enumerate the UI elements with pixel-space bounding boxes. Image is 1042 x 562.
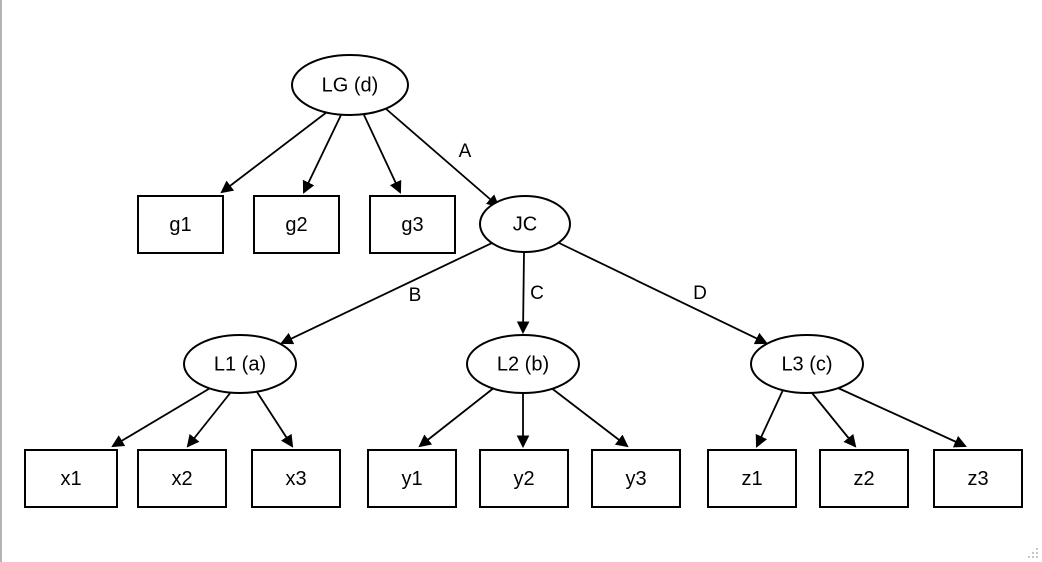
node-shape-ellipse-JC — [479, 195, 571, 253]
node-label-z3: z3 — [967, 468, 988, 490]
node-JC[interactable]: JC — [479, 195, 571, 253]
node-label-g1: g1 — [169, 214, 191, 236]
node-label-g3: g3 — [401, 214, 423, 236]
node-label-L1: L1 (a) — [214, 353, 266, 375]
edge-label-d: D — [693, 283, 707, 304]
edge-JC-to-L1 — [280, 241, 495, 345]
resize-grip-icon[interactable] — [1026, 546, 1040, 560]
edges-layer — [111, 107, 967, 449]
node-shape-rect-y2 — [479, 449, 569, 508]
edge-L2-to-y3 — [549, 386, 629, 448]
node-label-JC: JC — [513, 213, 537, 235]
node-label-y3: y3 — [625, 468, 646, 490]
edge-JC-to-L2 — [516, 252, 530, 335]
node-shape-rect-x1 — [24, 449, 118, 508]
node-label-L3: L3 (c) — [781, 353, 832, 375]
node-LG[interactable]: LG (d) — [291, 54, 409, 116]
nodes-layer: LG (d) g1 g2 g3 JC L1 (a) L2 (b) L3 (c) x1 x2 x3 y1… — [24, 54, 1023, 508]
edge-label-b: B — [409, 285, 422, 306]
node-x3[interactable]: x3 — [251, 449, 341, 508]
node-z3[interactable]: z3 — [933, 449, 1023, 508]
node-label-z1: z1 — [741, 468, 762, 490]
node-g2[interactable]: g2 — [253, 195, 340, 254]
node-z2[interactable]: z2 — [819, 449, 909, 508]
node-label-g2: g2 — [285, 214, 307, 236]
node-x1[interactable]: x1 — [24, 449, 118, 508]
node-shape-rect-x3 — [251, 449, 341, 508]
edge-L3-to-z3 — [837, 387, 967, 448]
node-label-x2: x2 — [171, 468, 192, 490]
node-shape-ellipse-L2 — [466, 334, 580, 394]
node-g3[interactable]: g3 — [369, 195, 456, 254]
canvas-left-border — [0, 0, 2, 562]
edge-L1-to-x2 — [186, 391, 232, 448]
edge-label-c: C — [530, 283, 544, 304]
edge-LG-to-g3 — [363, 114, 402, 194]
edge-LG-to-g1 — [220, 111, 328, 194]
edge-L2-to-y1 — [418, 386, 496, 448]
node-shape-rect-y3 — [591, 449, 681, 508]
node-shape-rect-z2 — [819, 449, 909, 508]
node-z1[interactable]: z1 — [707, 449, 797, 508]
node-label-x3: x3 — [285, 468, 306, 490]
node-shape-rect-z3 — [933, 449, 1023, 508]
node-label-L2: L2 (b) — [497, 353, 549, 375]
edge-labels-layer: A B C D — [409, 141, 707, 306]
node-y1[interactable]: y1 — [367, 449, 457, 508]
edge-L3-to-z1 — [755, 389, 784, 448]
node-shape-rect-z1 — [707, 449, 797, 508]
edge-L3-to-z2 — [811, 392, 857, 448]
node-shape-ellipse-L1 — [183, 334, 297, 394]
edge-L1-to-x3 — [256, 391, 294, 448]
node-y2[interactable]: y2 — [479, 449, 569, 508]
node-L1[interactable]: L1 (a) — [183, 334, 297, 394]
node-x2[interactable]: x2 — [137, 449, 227, 508]
node-g1[interactable]: g1 — [137, 195, 224, 254]
node-shape-rect-g1 — [137, 195, 224, 254]
node-shape-rect-x2 — [137, 449, 227, 508]
node-L3[interactable]: L3 (c) — [750, 334, 864, 394]
node-label-LG: LG (d) — [322, 74, 379, 96]
edge-label-a: A — [459, 141, 472, 162]
node-L2[interactable]: L2 (b) — [466, 334, 580, 394]
edge-L1-to-x1 — [111, 386, 213, 448]
node-shape-rect-g3 — [369, 195, 456, 254]
node-label-y2: y2 — [513, 468, 534, 490]
edge-LG-to-JC — [384, 107, 500, 208]
node-shape-rect-y1 — [367, 449, 457, 508]
node-shape-rect-g2 — [253, 195, 340, 254]
node-label-x1: x1 — [60, 468, 81, 490]
edge-JC-to-L3 — [556, 241, 768, 345]
node-label-y1: y1 — [401, 468, 422, 490]
node-label-z2: z2 — [853, 468, 874, 490]
edge-LG-to-g2 — [302, 114, 342, 194]
node-shape-ellipse-L3 — [750, 334, 864, 394]
node-y3[interactable]: y3 — [591, 449, 681, 508]
node-shape-ellipse-LG — [291, 54, 409, 116]
